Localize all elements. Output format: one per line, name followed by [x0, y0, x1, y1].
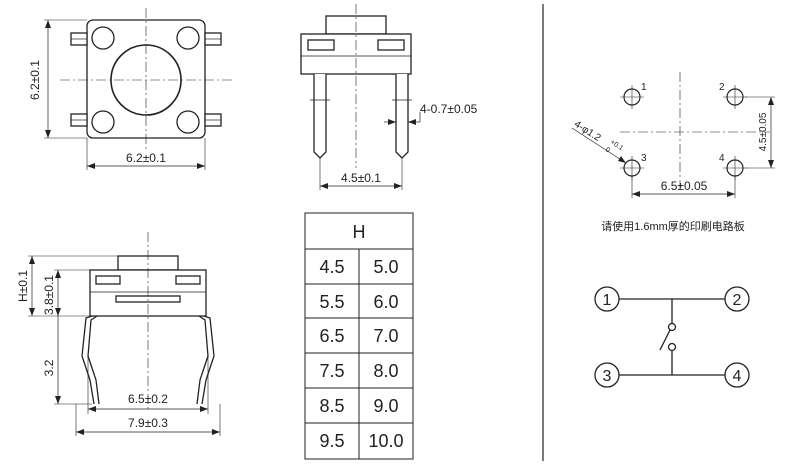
schematic-node-label: 1 — [603, 292, 612, 309]
pcb-vertical-dim: 4.5±0.05 — [758, 112, 769, 151]
pcb-hole-dim-main: 4-φ1.2 — [572, 119, 603, 144]
side-view-height-dim: H±0.1 — [16, 270, 30, 302]
height-table-cell: 5.0 — [373, 257, 398, 277]
top-view-width-dim: 6.2±0.1 — [126, 151, 166, 165]
height-table-cell: 4.5 — [319, 257, 344, 277]
side-view-width-dim: 7.9±0.3 — [128, 416, 168, 430]
switch-schematic — [594, 286, 750, 388]
height-table-cell: 6.0 — [373, 292, 398, 312]
pcb-hole-dim: 4-φ1.2 +0.1 0 — [572, 119, 624, 155]
pcb-layout — [571, 72, 775, 198]
height-table — [304, 212, 414, 460]
height-table-cell: 7.0 — [373, 326, 398, 346]
side-view-pitch-dim: 6.5±0.2 — [128, 392, 168, 406]
front-view — [300, 4, 421, 190]
top-view-height-dim: 6.2±0.1 — [28, 60, 42, 100]
height-table-cell: 6.5 — [319, 326, 344, 346]
pcb-hole-label: 4 — [719, 153, 725, 164]
side-view — [28, 232, 221, 436]
height-table-cell: 9.5 — [319, 431, 344, 451]
height-table-cell: 7.5 — [319, 361, 344, 381]
side-view-lead-length-dim: 3.2 — [42, 359, 56, 376]
schematic-node-label: 4 — [733, 368, 742, 385]
height-table-cell: 8.0 — [373, 361, 398, 381]
front-view-spacing-dim: 4.5±0.1 — [341, 171, 381, 185]
side-view-body-dim: 3.8±0.1 — [42, 275, 56, 315]
pcb-hole-label: 1 — [641, 82, 647, 93]
schematic-node-label: 2 — [733, 292, 742, 309]
height-table-cell: 10.0 — [368, 431, 403, 451]
pcb-hole-dim-tol-upper: +0.1 — [609, 139, 624, 152]
pcb-horizontal-dim: 6.5±0.05 — [661, 179, 708, 193]
height-table-cell: 8.5 — [319, 396, 344, 416]
height-table-cell: 9.0 — [373, 396, 398, 416]
pcb-hole-dim-tol-lower: 0 — [604, 146, 611, 154]
pcb-hole-label: 2 — [719, 82, 725, 93]
top-view — [44, 8, 232, 170]
front-view-lead-dim: 4-0.7±0.05 — [420, 102, 478, 116]
pcb-thickness-note: 请使用1.6mm厚的印刷电路板 — [601, 219, 745, 233]
height-table-cell: 5.5 — [319, 292, 344, 312]
schematic-node-label: 3 — [603, 368, 612, 385]
pcb-hole-label: 3 — [641, 153, 647, 164]
height-table-header: H — [353, 222, 366, 242]
